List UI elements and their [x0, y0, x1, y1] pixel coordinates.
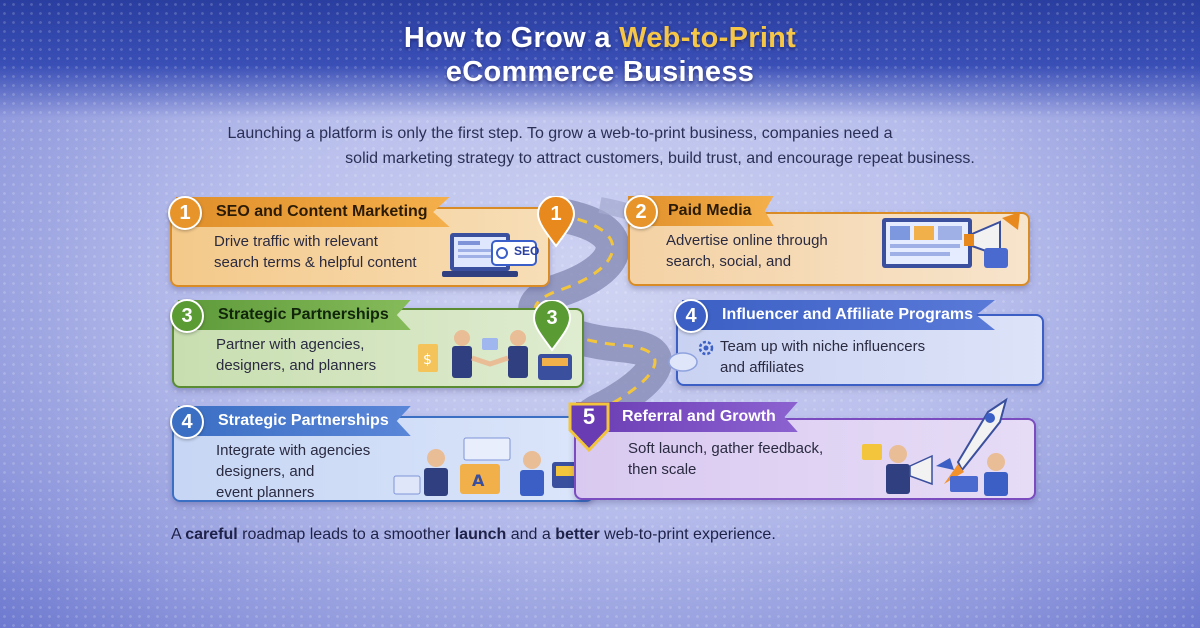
map-pin-3-icon	[532, 300, 572, 352]
card-partnerships-desc: Partner with agencies,designers, and pla…	[216, 336, 377, 374]
step-number-5: 5	[582, 404, 596, 429]
intro-text-line1: Launching a platform is only the first s…	[227, 125, 893, 142]
map-pin-3: 3	[546, 307, 558, 329]
card-partnerships-2-title-banner: Strategic Partnerships	[178, 406, 411, 436]
step-number-3: 3	[170, 299, 204, 333]
card-referral-title-banner: Referral and Growth	[576, 402, 798, 432]
video-meeting-icon: A	[393, 437, 586, 496]
svg-text:$: $	[423, 352, 432, 368]
header-band	[0, 0, 1200, 118]
cloud-icon	[668, 352, 698, 372]
step-number-4a: 4	[674, 299, 708, 333]
card-referral-desc: Soft launch, gather feedback,then scale	[628, 440, 824, 478]
svg-text:A: A	[472, 471, 485, 490]
handshake-icon: $	[418, 330, 572, 380]
seo-badge-label: SEO	[514, 244, 540, 258]
page-title-line1: How to Grow a Web-to-Print	[403, 22, 797, 54]
step-number-1: 1	[168, 196, 202, 230]
step-5-shield-icon	[568, 402, 610, 452]
step-number-4b: 4	[170, 405, 204, 439]
gear-icon	[698, 340, 714, 356]
rocket-icon	[862, 397, 1008, 496]
card-influencer-title-banner: Influencer and Affiliate Programs	[682, 300, 996, 330]
card-partnerships-title-banner: Strategic Partnerships	[178, 300, 411, 330]
footer-tagline: A careful roadmap leads to a smoother la…	[171, 526, 776, 543]
laptop-seo-icon	[442, 233, 537, 277]
map-pin-1-icon	[536, 196, 576, 248]
megaphone-ad-icon	[882, 212, 1020, 268]
card-seo-title-banner: SEO and Content Marketing	[176, 197, 450, 227]
intro-text-line2: solid marketing strategy to attract cust…	[345, 150, 975, 167]
step-number-2: 2	[624, 195, 658, 229]
page-title-line2: eCommerce Business	[445, 56, 755, 88]
map-pin-1: 1	[550, 203, 562, 225]
